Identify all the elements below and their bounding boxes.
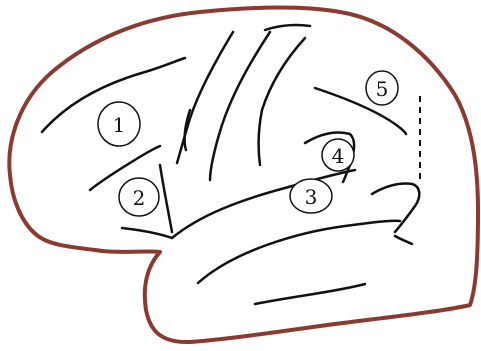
brain-outline [9, 7, 478, 342]
sulcus-postcentral [259, 38, 305, 165]
sulcus-temporal-posterior [372, 183, 419, 232]
sulcus-postcentral-upper [265, 25, 310, 30]
sulcus-inferior-temporal [255, 284, 365, 304]
marker-label-2: 2 [133, 186, 146, 210]
sulcus-inferior-frontal-branch [160, 165, 172, 232]
sulcus-temporal-lower-tail [395, 236, 412, 244]
marker-label-5: 5 [376, 77, 389, 101]
marker-2: 2 [119, 178, 159, 216]
marker-4: 4 [322, 139, 354, 171]
sulcus-superior-temporal [198, 221, 400, 283]
marker-label-4: 4 [332, 144, 345, 168]
sulcus-lateral-ascending [122, 228, 172, 238]
sulci-group [42, 25, 419, 304]
marker-5: 5 [366, 71, 398, 105]
marker-1: 1 [98, 102, 140, 146]
marker-label-1: 1 [113, 113, 126, 137]
marker-label-3: 3 [305, 185, 318, 209]
marker-3: 3 [290, 179, 332, 213]
